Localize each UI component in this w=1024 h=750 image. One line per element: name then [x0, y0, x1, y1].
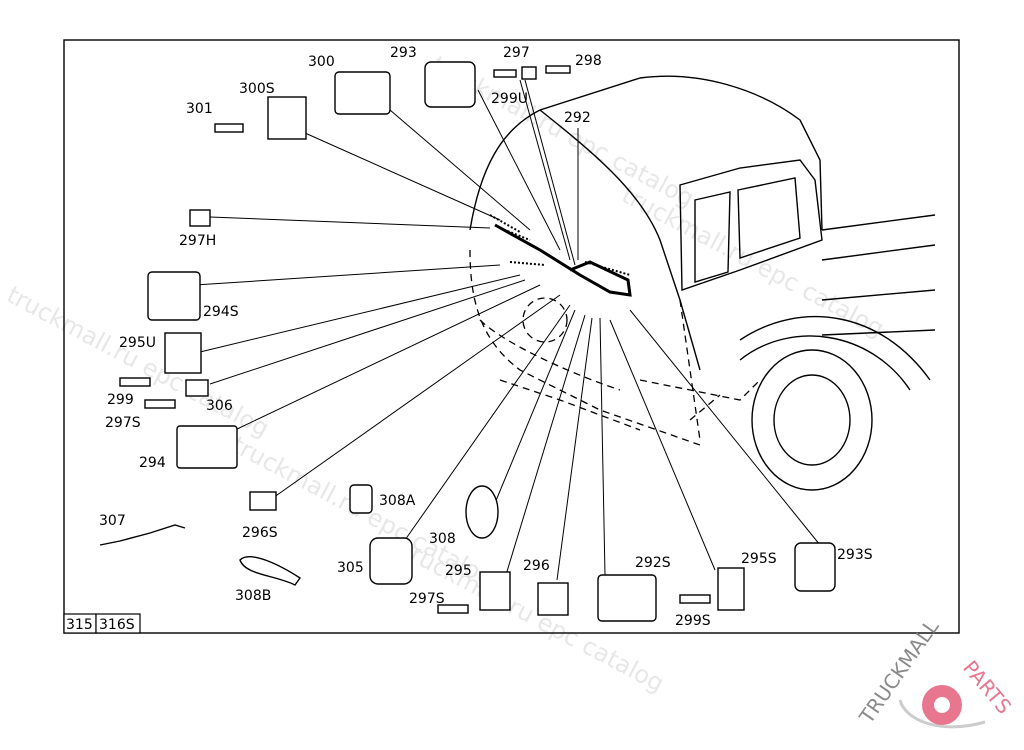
label-294S: 294S: [203, 304, 239, 320]
label-294: 294: [139, 455, 166, 471]
part-305[interactable]: [369, 537, 413, 585]
part-294[interactable]: [176, 425, 238, 469]
part-308A[interactable]: [349, 484, 373, 514]
part-306[interactable]: [185, 379, 209, 397]
label-308A: 308A: [379, 493, 416, 509]
part-307[interactable]: [99, 524, 186, 546]
label-297S: 297S: [105, 415, 141, 431]
label-299S: 299S: [675, 613, 711, 629]
part-301[interactable]: [214, 123, 244, 133]
part-292S[interactable]: [597, 574, 657, 622]
wiring-harness-292: [489, 214, 632, 297]
label-297H: 297H: [179, 233, 216, 249]
label-293: 293: [390, 45, 417, 61]
part-299S[interactable]: [679, 594, 711, 604]
part-299[interactable]: [119, 377, 151, 387]
watermark: truckmall.ru epc catalog: [617, 181, 889, 343]
part-296[interactable]: [537, 582, 569, 616]
part-300S[interactable]: [267, 96, 307, 140]
part-308[interactable]: [465, 485, 499, 539]
part-labels: 300 293 297 298 299U 292 300S 301 297H 2…: [99, 45, 873, 629]
leader-lines: [194, 79, 821, 581]
footer-cells: 315 316S: [63, 613, 141, 634]
part-297H[interactable]: [189, 209, 211, 227]
part-297S[interactable]: [144, 399, 176, 409]
part-295S[interactable]: [717, 567, 745, 611]
label-301: 301: [186, 101, 213, 117]
part-300[interactable]: [334, 71, 391, 115]
part-298[interactable]: [545, 65, 571, 74]
label-297: 297: [503, 45, 530, 61]
part-294S[interactable]: [147, 271, 201, 321]
part-308B[interactable]: [239, 556, 301, 586]
label-300S: 300S: [239, 81, 275, 97]
label-292: 292: [564, 110, 591, 126]
part-296S[interactable]: [249, 491, 277, 511]
label-296: 296: [523, 558, 550, 574]
label-296S: 296S: [242, 525, 278, 541]
label-305: 305: [337, 560, 364, 576]
footer-cell-315[interactable]: 315: [66, 617, 93, 633]
part-297[interactable]: [521, 66, 537, 80]
watermarks: truckmall.ru epc catalog truckmall.ru ep…: [2, 51, 889, 698]
truck-illustration: [469, 75, 936, 491]
part-293S[interactable]: [794, 542, 836, 592]
label-295S: 295S: [741, 551, 777, 567]
label-300: 300: [308, 54, 335, 70]
label-306: 306: [206, 398, 233, 414]
label-295: 295: [445, 563, 472, 579]
part-293[interactable]: [424, 61, 476, 108]
part-295[interactable]: [479, 571, 511, 611]
label-295U: 295U: [119, 335, 156, 351]
footer-cell-316S[interactable]: 316S: [99, 617, 135, 633]
logo-text-parts: PARTS: [958, 656, 1016, 719]
label-298: 298: [575, 53, 602, 69]
label-308B: 308B: [235, 588, 271, 604]
label-307: 307: [99, 513, 126, 529]
truckmall-logo: TRUCKMALL PARTS: [854, 614, 1016, 728]
label-292S: 292S: [635, 555, 671, 571]
label-299U: 299U: [491, 91, 528, 107]
label-299: 299: [107, 392, 134, 408]
label-297S-b: 297S: [409, 591, 445, 607]
label-308: 308: [429, 531, 456, 547]
parts: [99, 61, 836, 622]
label-293S: 293S: [837, 547, 873, 563]
diagram-frame: [63, 39, 960, 634]
part-297S-b[interactable]: [437, 604, 469, 614]
part-299U[interactable]: [493, 69, 517, 78]
part-295U[interactable]: [164, 332, 202, 374]
